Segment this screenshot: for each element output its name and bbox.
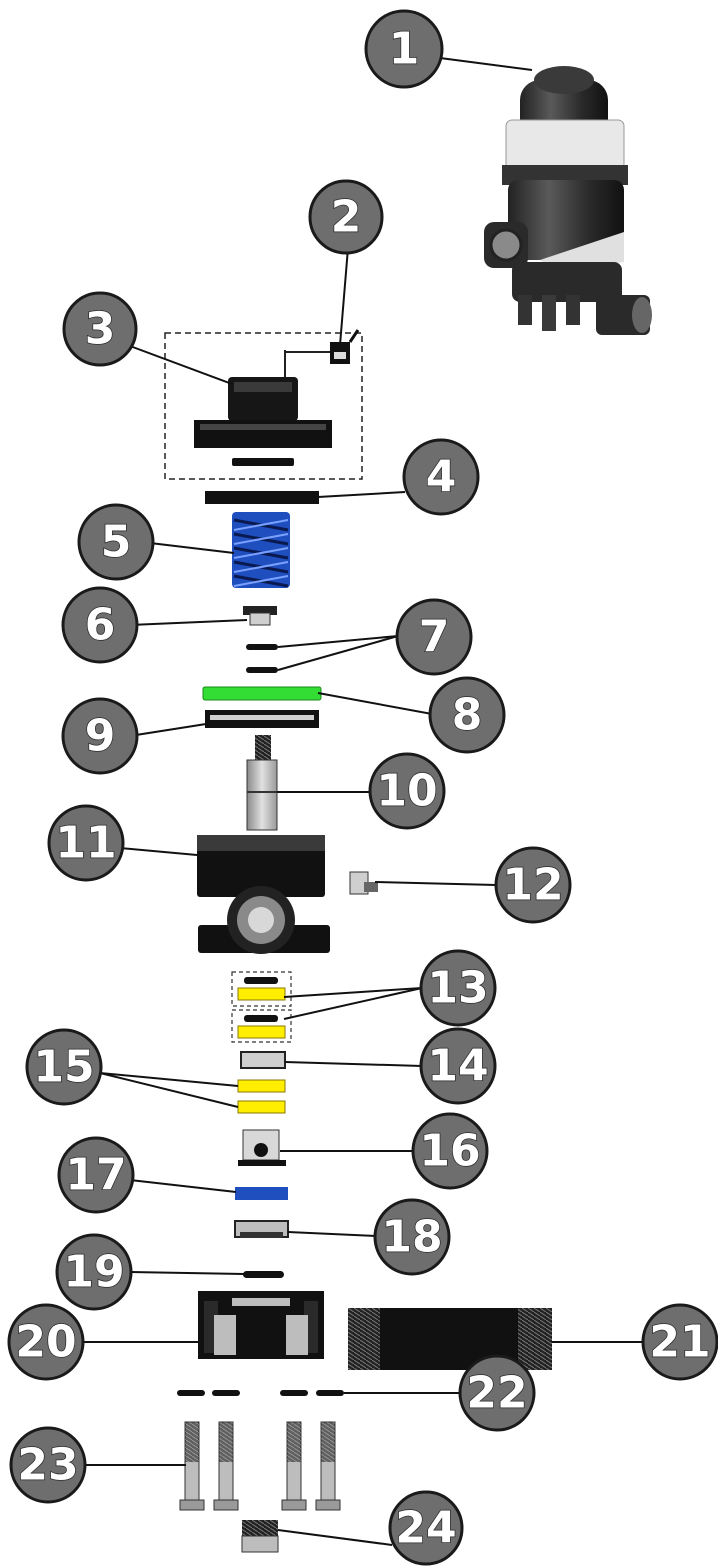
poppet-part: [238, 1129, 286, 1166]
callout-22: 22: [458, 1354, 536, 1432]
svg-text:18: 18: [381, 1212, 442, 1263]
svg-text:6: 6: [85, 600, 116, 651]
seal-kit-part: [231, 971, 292, 1043]
svg-text:1: 1: [389, 24, 420, 75]
svg-text:3: 3: [85, 304, 116, 355]
callout-11: 11: [47, 804, 125, 882]
callout-4: 4: [402, 438, 480, 516]
retainer-part: [234, 1220, 289, 1238]
bolts-part: [179, 1421, 341, 1511]
spring-button-part: [243, 606, 277, 626]
svg-text:17: 17: [65, 1150, 126, 1201]
svg-text:10: 10: [376, 766, 437, 817]
callout-13: 13: [419, 949, 497, 1027]
svg-text:22: 22: [466, 1368, 527, 1419]
callout-12: 12: [494, 846, 572, 924]
svg-text:7: 7: [419, 612, 450, 663]
svg-text:19: 19: [63, 1247, 124, 1298]
vent-fitting-part: [330, 329, 360, 364]
bonnet-kit-outline: [164, 332, 363, 480]
svg-text:13: 13: [427, 963, 488, 1014]
svg-text:15: 15: [33, 1042, 94, 1093]
bottom-cap-part: [198, 1291, 324, 1359]
svg-text:9: 9: [85, 711, 116, 762]
o-ring-small-part: [243, 1271, 284, 1278]
callout-19: 19: [55, 1233, 133, 1311]
svg-text:11: 11: [55, 818, 116, 869]
washer-plate-part: [205, 491, 319, 504]
disc-part: [235, 1187, 288, 1200]
callout-5: 5: [77, 503, 155, 581]
bonnet-part: [194, 350, 340, 466]
svg-text:20: 20: [15, 1317, 76, 1368]
assembled-regulator: [484, 66, 652, 335]
svg-text:5: 5: [101, 517, 132, 568]
callout-16: 16: [411, 1112, 489, 1190]
seat-part: [237, 1100, 286, 1114]
svg-text:14: 14: [427, 1041, 488, 1092]
svg-text:16: 16: [419, 1126, 480, 1177]
o-ring-part: [246, 667, 278, 673]
bottom-plug-part: [241, 1520, 279, 1553]
callout-15: 15: [25, 1028, 103, 1106]
callout-1: 1: [364, 9, 444, 89]
stem-part: [246, 735, 278, 831]
callout-24: 24: [388, 1490, 464, 1566]
svg-text:12: 12: [502, 860, 563, 911]
callout-10: 10: [368, 752, 446, 830]
callout-2: 2: [308, 179, 384, 255]
seat-part: [237, 1079, 286, 1093]
svg-text:4: 4: [426, 452, 457, 503]
bushing-part: [240, 1051, 286, 1069]
callout-7: 7: [395, 598, 473, 676]
spring-part: [232, 512, 290, 588]
callout-17: 17: [57, 1136, 135, 1214]
body-part: [197, 835, 330, 954]
washers-part: [177, 1390, 344, 1396]
callout-8: 8: [428, 676, 506, 754]
gauge-plug-part: [349, 871, 378, 895]
diaphragm-part: [202, 686, 322, 701]
callout-6: 6: [61, 586, 139, 664]
callout-20: 20: [7, 1303, 85, 1381]
svg-text:21: 21: [649, 1317, 710, 1368]
callout-9: 9: [61, 697, 139, 775]
callout-21: 21: [641, 1303, 718, 1381]
svg-text:8: 8: [452, 690, 483, 741]
o-ring-part: [246, 644, 278, 650]
pressure-plate-part: [205, 710, 319, 728]
leader-lines: [84, 57, 646, 1546]
threaded-insert-part: [348, 1308, 552, 1370]
callout-3: 3: [62, 291, 138, 367]
svg-text:2: 2: [331, 192, 362, 243]
svg-text:24: 24: [395, 1503, 456, 1554]
callout-14: 14: [419, 1027, 497, 1105]
svg-text:23: 23: [17, 1440, 78, 1491]
callout-18: 18: [373, 1198, 451, 1276]
callout-23: 23: [9, 1426, 87, 1504]
